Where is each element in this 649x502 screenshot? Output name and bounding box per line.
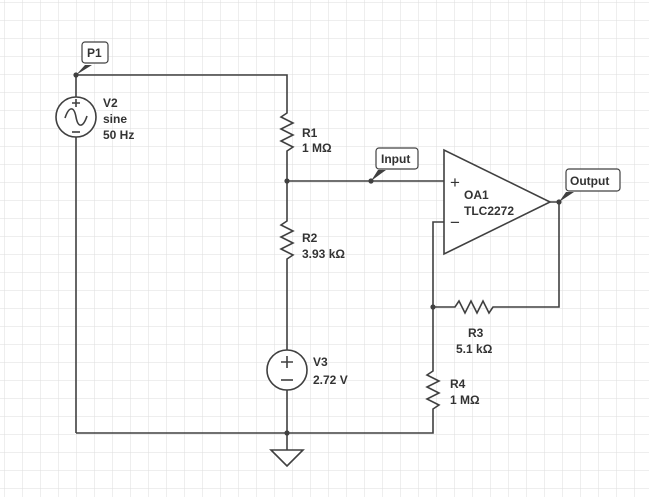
v2-type: sine (103, 112, 127, 126)
oa1-model: TLC2272 (464, 204, 514, 218)
dc-voltage-source-icon[interactable] (266, 349, 308, 391)
junction-feedback (430, 304, 436, 310)
resistor-r2[interactable] (279, 215, 295, 265)
probe-p1-label: P1 (87, 46, 102, 60)
wires (75, 74, 560, 450)
resistor-r1[interactable] (279, 108, 295, 155)
junction-input (284, 178, 290, 184)
v2-name: V2 (103, 96, 118, 110)
v3-name: V3 (313, 355, 328, 369)
probe-output-label: Output (570, 174, 609, 188)
r4-value: 1 MΩ (450, 393, 480, 407)
wire-top[interactable] (76, 74, 288, 108)
wire-r3-right[interactable] (500, 201, 560, 308)
resistor-r3[interactable] (450, 299, 500, 315)
opamp-minus-sign: − (450, 213, 460, 232)
probe-p1[interactable]: P1 (76, 41, 109, 75)
oa1-name: OA1 (464, 188, 489, 202)
resistor-r4[interactable] (425, 365, 441, 419)
wire-minus[interactable] (432, 221, 444, 365)
ac-voltage-source-icon[interactable] (55, 96, 97, 138)
op-amp-icon[interactable] (443, 148, 552, 256)
v2-freq: 50 Hz (103, 128, 134, 142)
probe-input[interactable]: Input (371, 147, 419, 181)
r1-value: 1 MΩ (302, 141, 332, 155)
v3-value: 2.72 V (313, 373, 348, 387)
wire-bottom[interactable] (76, 419, 434, 434)
ground-icon[interactable] (269, 449, 305, 468)
probe-input-label: Input (381, 152, 410, 166)
opamp-plus-sign: + (450, 173, 460, 192)
r2-name: R2 (302, 231, 318, 245)
r2-value: 3.93 kΩ (302, 247, 345, 261)
junction-ground (284, 430, 290, 436)
r3-name: R3 (468, 326, 484, 340)
probe-output[interactable]: Output (559, 168, 621, 202)
r3-value: 5.1 kΩ (456, 342, 493, 356)
r4-name: R4 (450, 377, 466, 391)
r1-name: R1 (302, 126, 318, 140)
